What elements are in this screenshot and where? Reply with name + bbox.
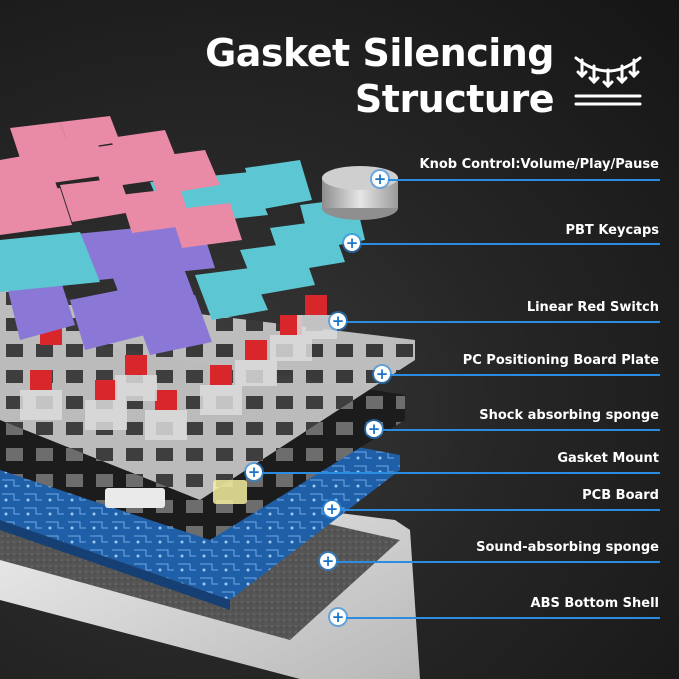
callout-line-switch [346, 321, 660, 323]
plus-icon[interactable]: + [374, 365, 390, 383]
callout-line-sound-sponge [336, 561, 660, 563]
plus-icon[interactable]: + [246, 463, 262, 481]
plus-icon[interactable]: + [366, 420, 382, 438]
callout-line-shock-sponge [382, 429, 660, 431]
plus-icon[interactable]: + [320, 552, 336, 570]
plus-icon[interactable]: + [344, 234, 360, 252]
callout-label-gasket: Gasket Mount [557, 451, 659, 466]
title-line-1: Gasket Silencing [205, 31, 554, 75]
callout-line-knob [388, 179, 660, 181]
callout-label-plate: PC Positioning Board Plate [462, 353, 659, 368]
callout-line-pcb [340, 509, 660, 511]
spring-damping-icon [574, 56, 642, 106]
plus-icon[interactable]: + [330, 608, 346, 626]
callout-label-bottom-shell: ABS Bottom Shell [530, 596, 659, 611]
callout-line-bottom-shell [346, 617, 660, 619]
plus-icon[interactable]: + [372, 170, 388, 188]
plus-icon[interactable]: + [324, 500, 340, 518]
plus-icon[interactable]: + [330, 312, 346, 330]
callout-label-shock-sponge: Shock absorbing sponge [479, 408, 659, 423]
callout-line-gasket [262, 472, 660, 474]
title-line-2: Structure [354, 77, 555, 121]
callout-line-plate [390, 374, 660, 376]
callout-label-knob: Knob Control:Volume/Play/Pause [419, 157, 659, 172]
callout-label-pcb: PCB Board [582, 488, 659, 503]
callout-line-keycaps [360, 243, 660, 245]
page-title: Gasket Silencing Structure [205, 30, 554, 122]
callout-label-sound-sponge: Sound-absorbing sponge [476, 540, 659, 555]
callout-label-switch: Linear Red Switch [526, 300, 659, 315]
callout-label-keycaps: PBT Keycaps [565, 223, 660, 238]
